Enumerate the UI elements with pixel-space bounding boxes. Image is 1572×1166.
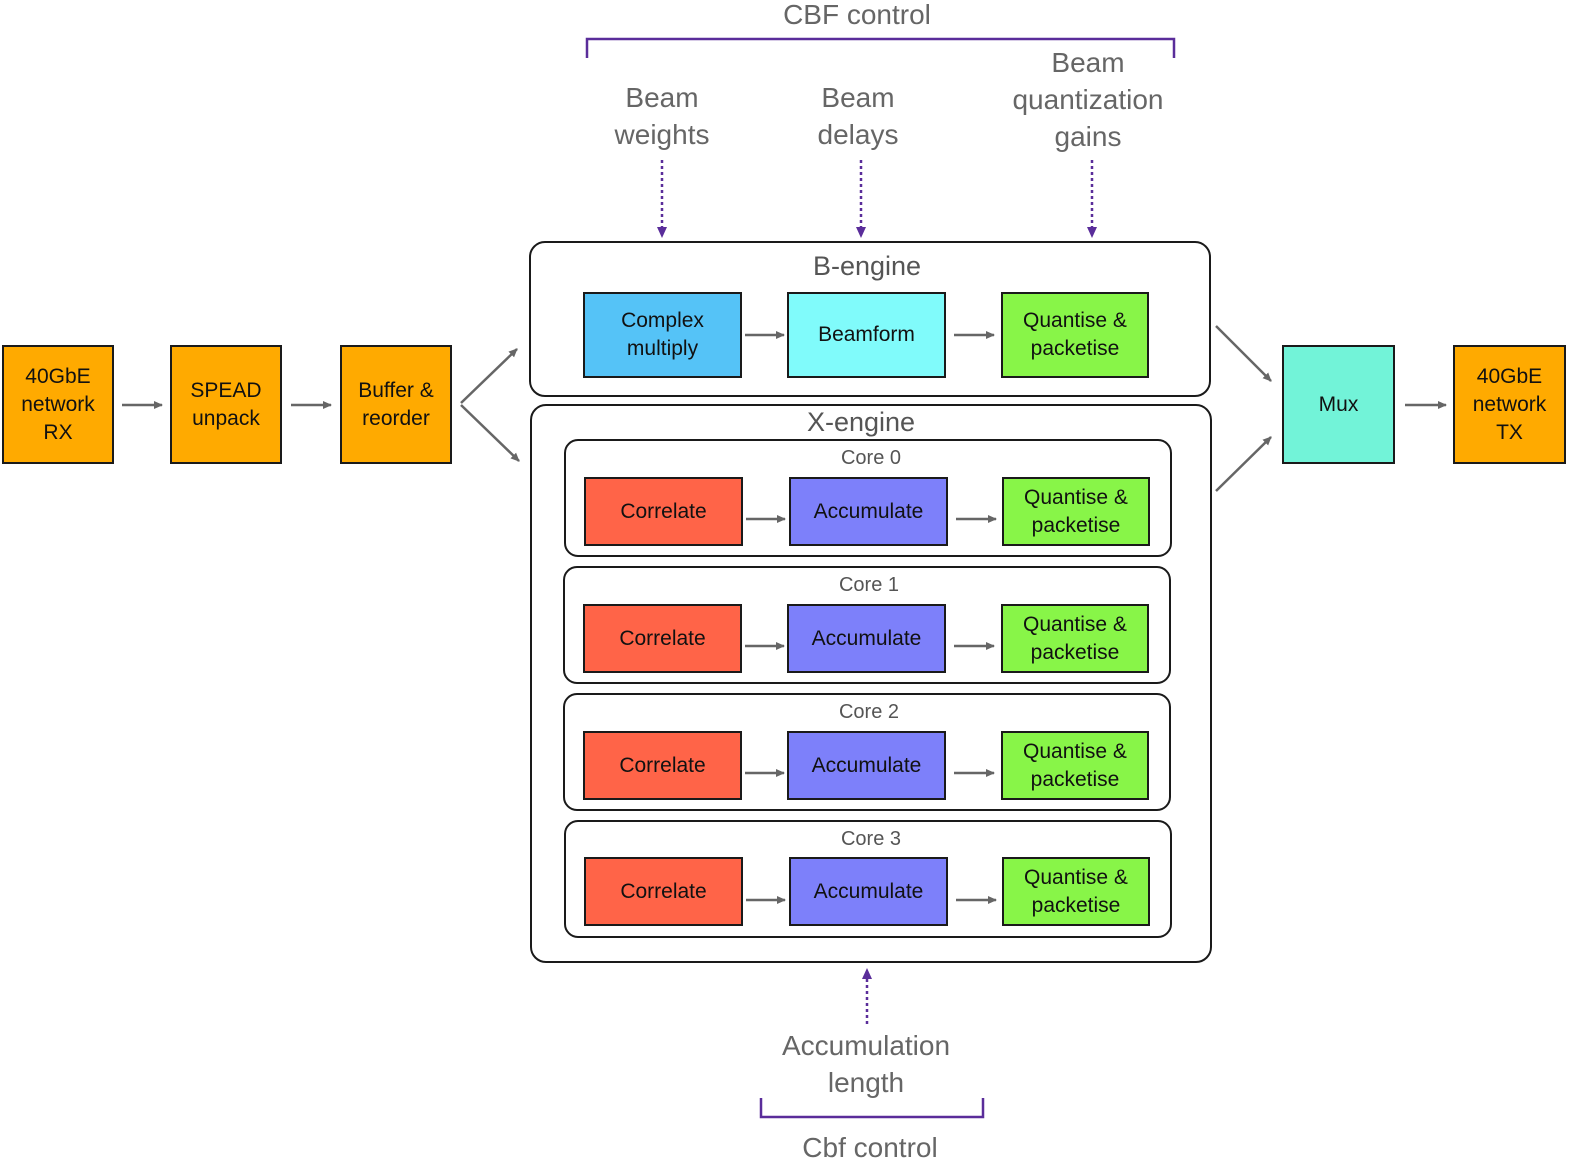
x-engine-title: X-engine bbox=[806, 407, 916, 437]
complex-multiply-block: Complex multiply bbox=[583, 292, 742, 378]
core-3-correlate-block: Correlate bbox=[584, 857, 743, 926]
core-3-accumulate-block: Accumulate bbox=[789, 857, 948, 926]
accumulation-length-label: Accumulation length bbox=[781, 1030, 951, 1098]
core-0-correlate-block: Correlate bbox=[584, 477, 743, 546]
arrow-x-engine-to-mux bbox=[1215, 436, 1272, 492]
core-1-accumulate-block: Accumulate bbox=[787, 604, 946, 673]
beam-quantization-gains-label: Beam quantization gains bbox=[1012, 47, 1164, 152]
network-tx-block: 40GbE network TX bbox=[1453, 345, 1566, 464]
core-1 bbox=[563, 566, 1171, 684]
core-0-title: Core 0 bbox=[840, 447, 902, 469]
arrow-b-engine-to-mux bbox=[1215, 325, 1272, 382]
core-3-quantise-packetise-block: Quantise & packetise bbox=[1002, 857, 1150, 926]
spead-unpack-block: SPEAD unpack bbox=[170, 345, 282, 464]
core-0 bbox=[564, 439, 1172, 557]
beamform-block: Beamform bbox=[787, 292, 946, 378]
core-1-quantise-packetise-block: Quantise & packetise bbox=[1001, 604, 1149, 673]
core-2-quantise-packetise-block: Quantise & packetise bbox=[1001, 731, 1149, 800]
cbf-control-bottom-bracket bbox=[759, 1098, 985, 1119]
core-2 bbox=[563, 693, 1171, 811]
core-1-title: Core 1 bbox=[838, 574, 900, 596]
beam-weights-label: Beam weights bbox=[614, 82, 710, 150]
core-3 bbox=[564, 820, 1172, 938]
cbf-control-top-title: CBF control bbox=[783, 0, 931, 30]
buffer-reorder-block: Buffer & reorder bbox=[340, 345, 452, 464]
b-quantise-packetise-block: Quantise & packetise bbox=[1001, 292, 1149, 378]
core-0-quantise-packetise-block: Quantise & packetise bbox=[1002, 477, 1150, 546]
core-3-title: Core 3 bbox=[840, 828, 902, 850]
x-engine bbox=[530, 404, 1212, 963]
b-engine bbox=[529, 241, 1211, 397]
arrow-buffer-to-b-engine bbox=[460, 348, 518, 404]
arrow-buffer-to-x-engine bbox=[460, 404, 520, 462]
core-0-accumulate-block: Accumulate bbox=[789, 477, 948, 546]
mux-block: Mux bbox=[1282, 345, 1395, 464]
cbf-control-top-bracket bbox=[585, 37, 1176, 58]
beam-delays-label: Beam delays bbox=[817, 82, 899, 150]
cbf-control-bottom-title: Cbf control bbox=[802, 1132, 938, 1163]
core-2-correlate-block: Correlate bbox=[583, 731, 742, 800]
network-rx-block: 40GbE network RX bbox=[2, 345, 114, 464]
core-1-correlate-block: Correlate bbox=[583, 604, 742, 673]
core-2-title: Core 2 bbox=[838, 701, 900, 723]
core-2-accumulate-block: Accumulate bbox=[787, 731, 946, 800]
b-engine-title: B-engine bbox=[812, 251, 922, 281]
